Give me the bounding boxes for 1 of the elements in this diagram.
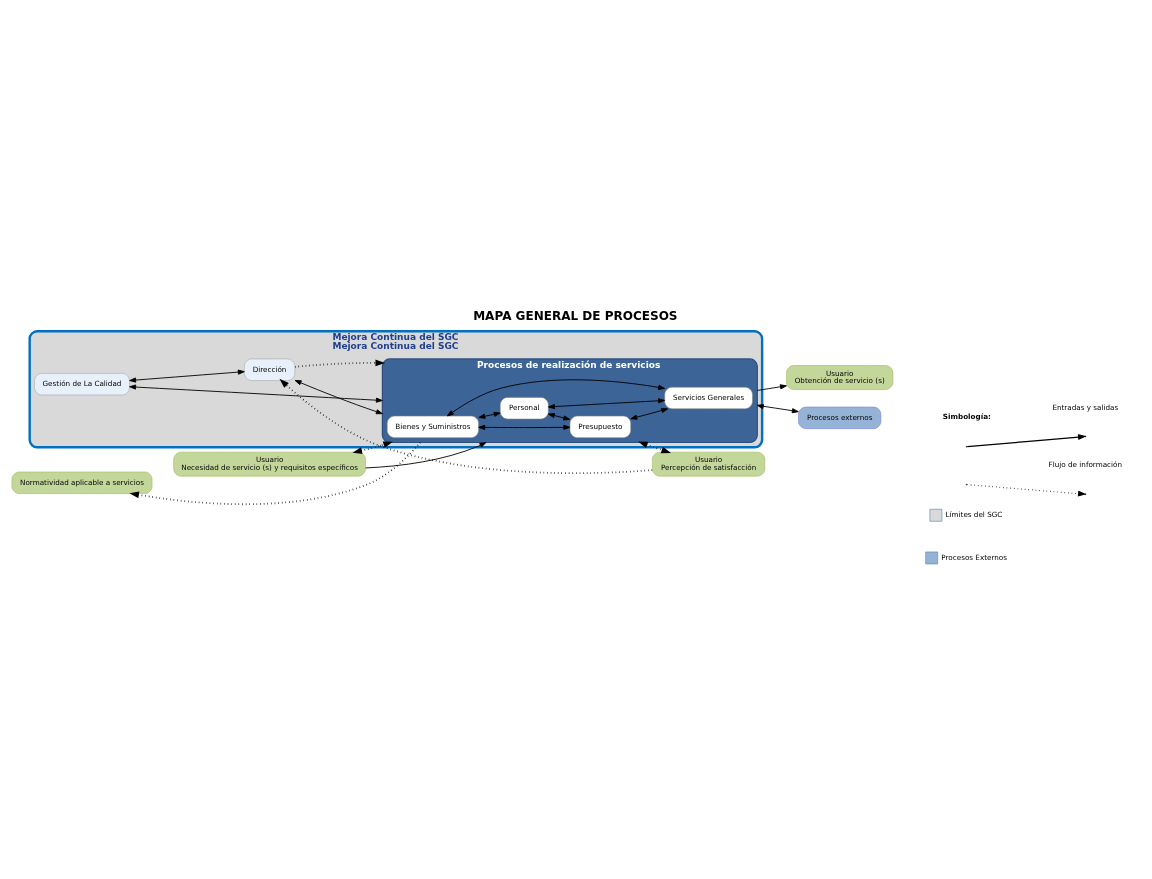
diagram-title: MAPA GENERAL DE PROCESOS xyxy=(473,308,678,323)
